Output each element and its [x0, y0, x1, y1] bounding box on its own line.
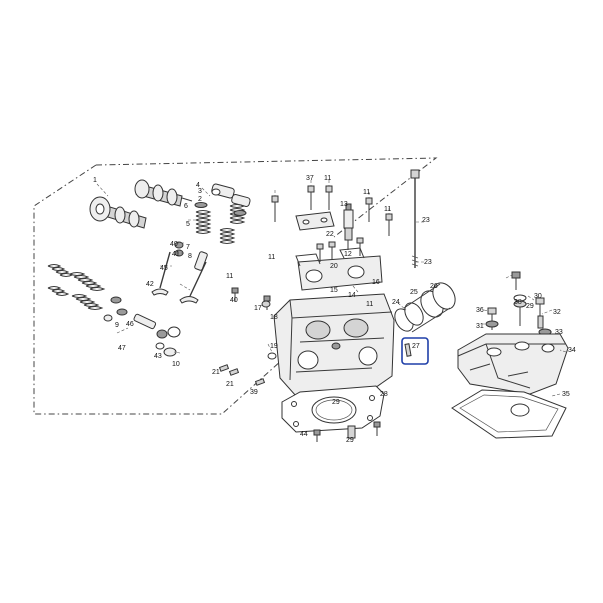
callout-27-part [404, 343, 412, 357]
callout-45: 45 [160, 265, 168, 272]
callout-15: 15 [330, 287, 338, 294]
cylinder-head-body [273, 293, 395, 397]
cam-carrier [295, 247, 383, 291]
carrier-bolts [316, 237, 364, 262]
valve-train-kit-outline [33, 157, 438, 415]
callout-13: 13 [340, 201, 348, 208]
valve-cover-gasket [451, 389, 567, 439]
callout-head-11e: 11 [226, 273, 233, 280]
callout-46: 46 [126, 321, 134, 328]
callout-39: 39 [250, 389, 258, 396]
camshaft-intake [134, 179, 193, 207]
callout-27: 27 [412, 343, 420, 350]
callout-29b: 29 [346, 437, 354, 444]
head-gasket [281, 385, 385, 433]
callout-12: 12 [344, 251, 352, 258]
callout-40: 40 [170, 241, 178, 248]
callout-34: 34 [568, 347, 576, 354]
rocker-arm-set [211, 183, 251, 207]
callout-16: 16 [372, 279, 380, 286]
callout-23a: 23 [422, 217, 430, 224]
callout-2: 2 [198, 196, 202, 203]
cover-fasteners [485, 271, 552, 336]
intake-exhaust-valves [151, 251, 208, 304]
callout-32: 32 [553, 309, 561, 316]
callout-23b: 23 [424, 259, 432, 266]
callout-26: 26 [430, 283, 438, 290]
callout-25: 25 [410, 289, 418, 296]
valve-springs-upper [194, 202, 247, 244]
callout-9: 9 [115, 322, 119, 329]
callout-10: 10 [172, 361, 180, 368]
callout-41: 41 [172, 251, 180, 258]
callout-4: 4 [196, 182, 200, 189]
camshaft-cap [295, 211, 335, 231]
valve-springs-lower [47, 264, 128, 322]
valve-cover [457, 333, 569, 395]
head-bolts-top [271, 185, 393, 236]
callout-18: 18 [270, 314, 278, 321]
callout-47: 47 [118, 345, 126, 352]
callout-6: 6 [184, 203, 188, 210]
camshaft-exhaust [89, 196, 147, 229]
callout-head-11b: 11 [363, 189, 370, 196]
callout-head-11c: 11 [384, 206, 391, 213]
callout-3: 3 [198, 188, 202, 195]
callout-5: 5 [186, 221, 190, 228]
callout-1: 1 [93, 177, 97, 184]
valve-cover-group: 29 30 31 32 33 34 35 36 38 [451, 271, 576, 439]
callout-42: 42 [146, 281, 154, 288]
cylinder-stud [410, 169, 420, 268]
callout-cover-29: 29 [526, 303, 534, 310]
callout-38: 38 [514, 299, 522, 306]
highlight-box [401, 337, 429, 365]
valve-keepers [174, 241, 186, 257]
callout-36: 36 [476, 307, 484, 314]
spark-plug [343, 203, 354, 250]
callout-22: 22 [326, 231, 334, 238]
callout-7: 7 [186, 244, 190, 251]
callout-head-40: 40 [230, 297, 238, 304]
valve-guides [133, 313, 181, 357]
valve-train-group: 1 2 3 4 5 6 7 8 9 10 40 41 42 43 45 46 4… [47, 177, 251, 368]
callout-33: 33 [555, 329, 563, 336]
callout-14: 14 [348, 292, 356, 299]
callout-head-11f: 11 [366, 301, 373, 308]
callout-20: 20 [330, 263, 338, 270]
cylinder-head-group: 11 11 11 11 11 11 12 13 14 15 16 17 18 1… [212, 169, 520, 444]
callout-8: 8 [188, 253, 192, 260]
callout-30: 30 [534, 293, 542, 300]
callout-31: 31 [476, 323, 484, 330]
callout-head-11d: 11 [268, 254, 275, 261]
callout-28: 28 [380, 391, 388, 398]
callout-43: 43 [154, 353, 162, 360]
callout-21b: 21 [226, 381, 234, 388]
callout-37: 37 [306, 175, 314, 182]
callout-35: 35 [562, 391, 570, 398]
callout-17: 17 [254, 305, 262, 312]
callout-29a: 29 [332, 399, 340, 406]
callout-21a: 21 [212, 369, 220, 376]
head-hardware [218, 287, 381, 442]
callout-head-11a: 11 [324, 175, 331, 182]
callout-44: 44 [300, 431, 308, 438]
callout-24: 24 [392, 299, 400, 306]
callout-19: 19 [270, 343, 278, 350]
intake-boot-pair [394, 282, 456, 333]
